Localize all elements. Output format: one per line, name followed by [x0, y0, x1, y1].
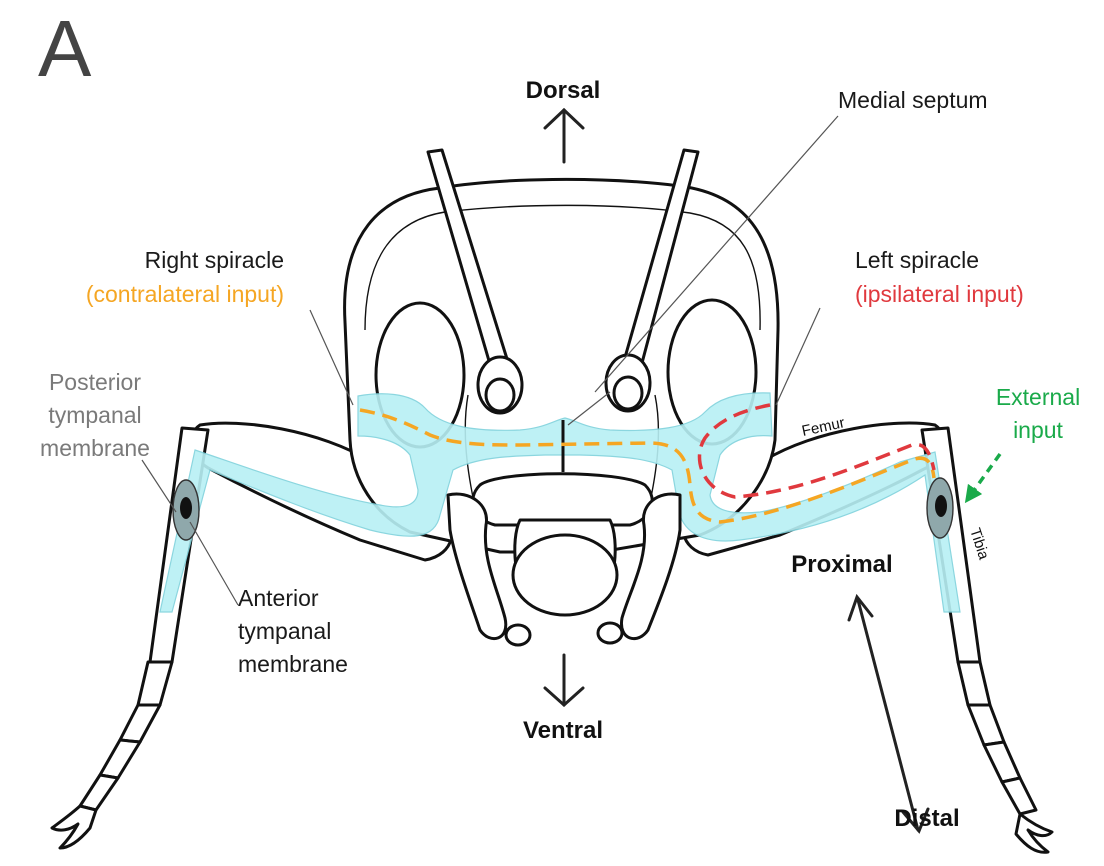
- anterior-tympanal-label-line2: tympanal: [238, 618, 331, 644]
- dorsal-label: Dorsal: [526, 77, 601, 104]
- left-tympanal-membranes: [927, 478, 953, 538]
- posterior-tympanal-label-line2: tympanal: [48, 402, 141, 428]
- proximal-label: Proximal: [791, 551, 892, 578]
- ventral-arrow: [545, 655, 583, 705]
- anterior-tympanal-leader: [190, 522, 238, 605]
- left-spiracle-leader: [776, 308, 820, 405]
- external-input-arrow: [970, 454, 1000, 496]
- external-input-label-line2: input: [1013, 417, 1063, 443]
- contralateral-input-label: (contralateral input): [86, 281, 284, 307]
- right-spiracle-label: Right spiracle: [145, 247, 284, 273]
- mouthparts: [448, 474, 680, 645]
- distal-label: Distal: [894, 805, 959, 832]
- posterior-tympanal-leader: [142, 460, 176, 512]
- dorsal-arrow: [545, 110, 583, 162]
- medial-septum-label: Medial septum: [838, 87, 988, 113]
- ventral-label: Ventral: [523, 717, 603, 744]
- external-input-label-line1: External: [996, 384, 1080, 410]
- posterior-tympanal-label-line3: membrane: [40, 435, 150, 461]
- anterior-tympanal-label-line3: membrane: [238, 651, 348, 677]
- proximal-distal-arrow: [849, 597, 928, 831]
- tibia-label: Tibia: [966, 526, 992, 562]
- posterior-tympanal-label-line1: Posterior: [49, 369, 141, 395]
- anterior-tympanal-label-line1: Anterior: [238, 585, 319, 611]
- ipsilateral-input-label: (ipsilateral input): [855, 281, 1024, 307]
- left-spiracle-label: Left spiracle: [855, 247, 979, 273]
- panel-letter: A: [38, 4, 92, 93]
